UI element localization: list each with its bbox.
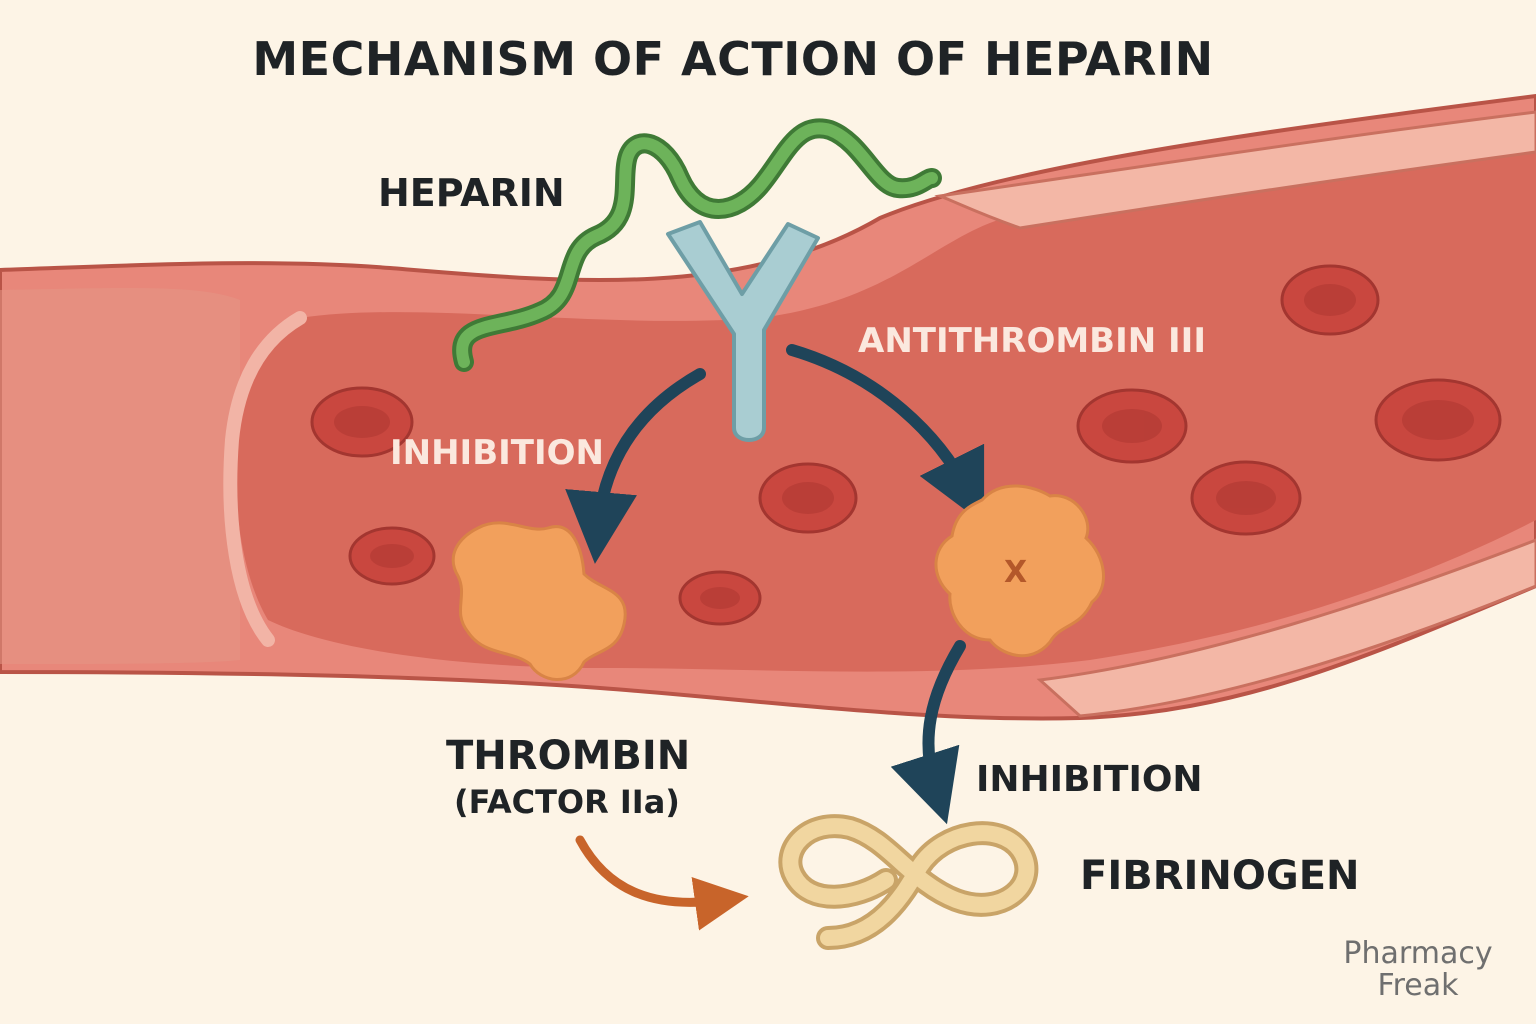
label-thrombin: THROMBIN [446, 733, 691, 779]
endothelium-upper [934, 110, 1536, 230]
label-fibrinogen: FIBRINOGEN [1080, 853, 1360, 899]
inhibition-arrow-left [565, 368, 706, 564]
vessel-cut-rim [223, 311, 307, 647]
endothelium-lower [1036, 538, 1536, 718]
label-inhibition-left: INHIBITION [390, 433, 604, 473]
antithrombin-y-icon [666, 220, 820, 442]
factor-x-blob-icon [934, 484, 1105, 658]
watermark: Pharmacy Freak [1328, 938, 1508, 1001]
diagram-title: MECHANISM OF ACTION OF HEPARIN [252, 32, 1214, 86]
label-antithrombin: ANTITHROMBIN III [858, 321, 1206, 361]
label-heparin: HEPARIN [378, 171, 565, 215]
watermark-line-1: Pharmacy [1343, 936, 1493, 971]
vessel-outer-shading [0, 288, 240, 664]
thrombin-blob-icon [451, 521, 627, 681]
inhibition-arrow-right [786, 344, 985, 525]
label-factor-x: X [1004, 555, 1028, 590]
inhibition-arrow-fibrinogen [890, 640, 966, 825]
label-inhibition-right: INHIBITION [976, 759, 1203, 800]
thrombin-arrow [575, 835, 749, 931]
watermark-line-2: Freak [1377, 967, 1459, 1003]
label-thrombin-sub: (FACTOR IIa) [454, 783, 680, 821]
